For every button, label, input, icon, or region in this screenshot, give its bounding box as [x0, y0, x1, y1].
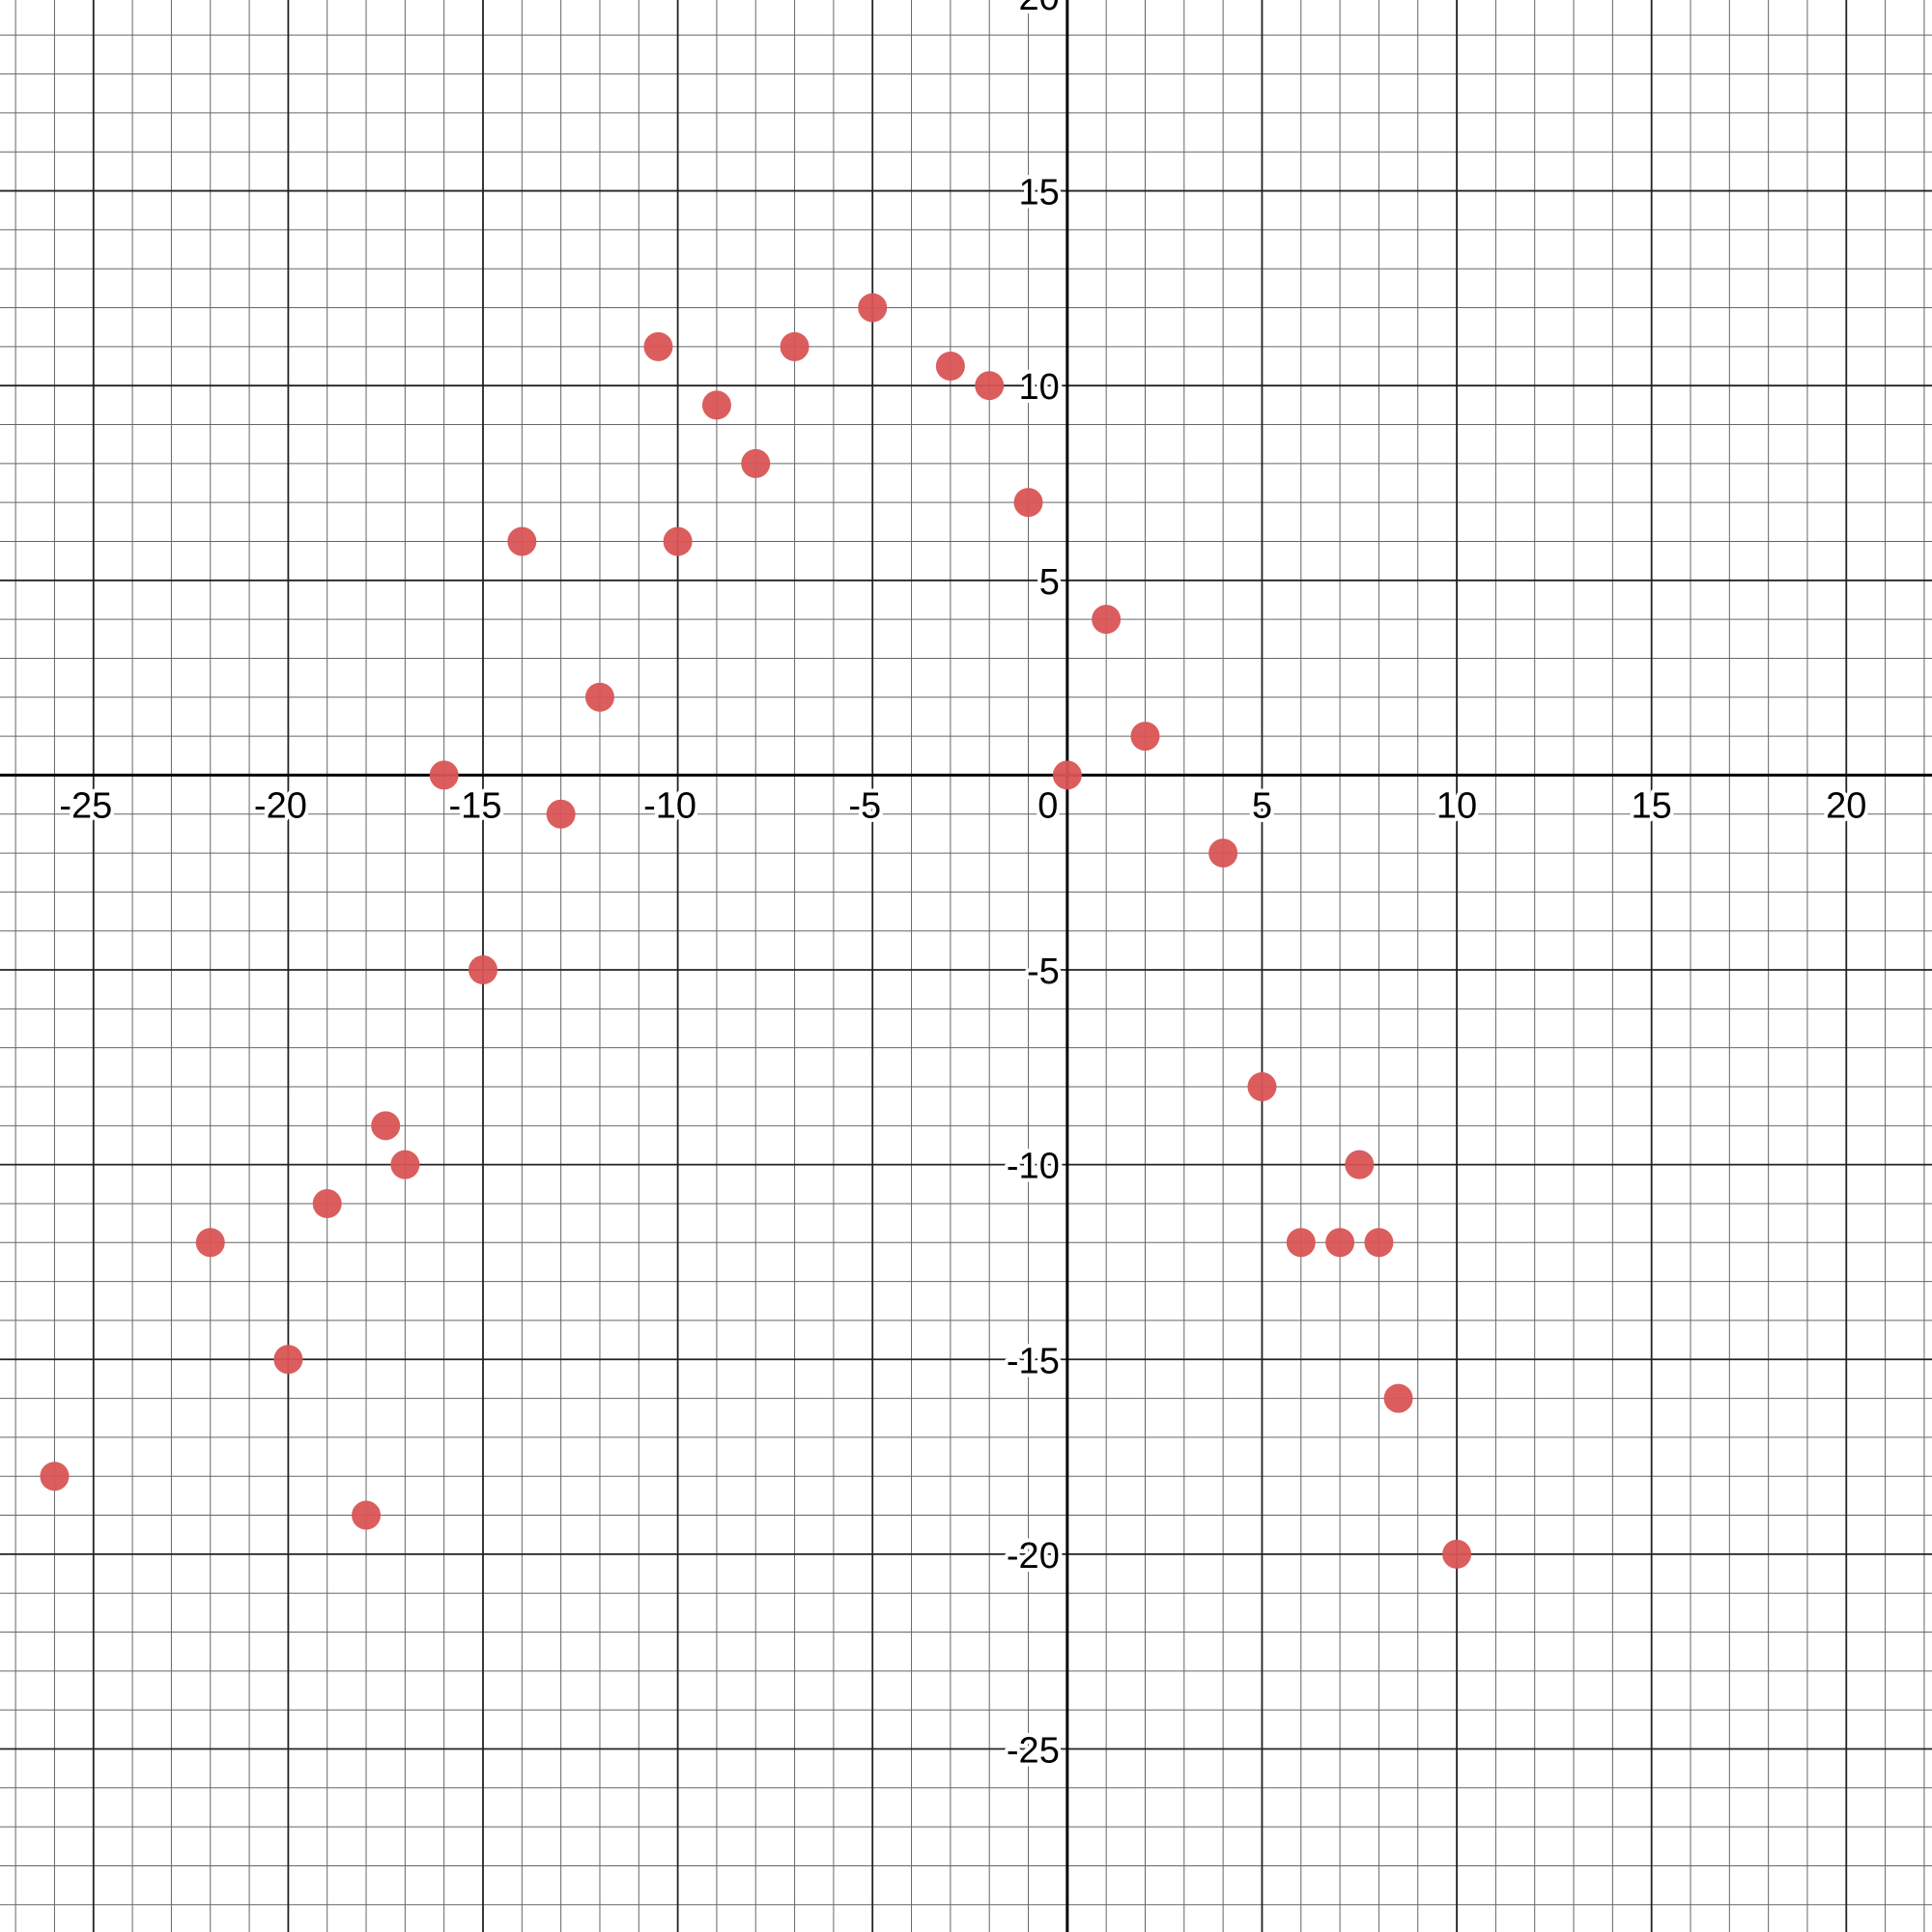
x-tick-label: -15 — [449, 785, 502, 826]
x-tick-label: 20 — [1826, 785, 1866, 826]
data-point — [584, 682, 614, 712]
data-point — [780, 331, 810, 361]
data-point — [1325, 1228, 1355, 1258]
y-tick-label: -10 — [1007, 1147, 1060, 1187]
data-point — [546, 799, 576, 829]
y-tick-label: 15 — [1019, 173, 1060, 213]
x-tick-label: -5 — [848, 785, 881, 826]
data-point — [1013, 488, 1043, 518]
data-point — [741, 448, 771, 478]
data-point — [429, 760, 459, 790]
data-point — [1286, 1228, 1316, 1258]
data-point — [1247, 1072, 1277, 1101]
y-tick-label: -20 — [1007, 1536, 1060, 1577]
data-points — [40, 293, 1472, 1569]
x-tick-label: 15 — [1632, 785, 1672, 826]
data-point — [195, 1228, 225, 1258]
y-tick-label: 10 — [1019, 367, 1060, 408]
y-tick-label: -5 — [1027, 952, 1060, 992]
data-point — [975, 371, 1005, 401]
y-tick-label: 20 — [1019, 0, 1060, 18]
y-tick-label: -25 — [1007, 1730, 1060, 1771]
data-point — [1442, 1539, 1472, 1569]
data-point — [1130, 722, 1160, 752]
data-point — [312, 1188, 342, 1218]
data-point — [1345, 1150, 1375, 1179]
data-point — [1092, 605, 1122, 635]
x-tick-label: -10 — [643, 785, 696, 826]
data-point — [663, 526, 693, 556]
data-point — [371, 1111, 401, 1141]
data-point — [858, 293, 888, 323]
data-point — [701, 390, 731, 420]
data-point — [507, 526, 537, 556]
data-point — [1383, 1383, 1413, 1413]
x-tick-label: 10 — [1436, 785, 1477, 826]
data-point — [40, 1462, 70, 1492]
data-point — [643, 331, 673, 361]
data-point — [1208, 838, 1238, 868]
y-tick-label: -15 — [1007, 1341, 1060, 1381]
data-point — [1364, 1228, 1394, 1258]
data-point — [273, 1345, 303, 1375]
x-tick-labels: -25 -20 -15 -10 -5 0 5 10 15 20 — [55, 781, 1870, 830]
y-tick-label: 5 — [1039, 562, 1060, 603]
y-tick-labels: 20 15 10 5 -5 -10 -15 -20 -25 — [1003, 0, 1064, 1775]
data-point — [390, 1150, 420, 1179]
x-tick-label: -25 — [59, 785, 112, 826]
x-tick-label: -20 — [254, 785, 307, 826]
x-tick-label: 0 — [1037, 785, 1058, 826]
data-point — [1052, 760, 1082, 790]
data-point — [935, 352, 965, 382]
data-point — [469, 955, 497, 985]
data-point — [352, 1500, 382, 1530]
x-tick-label: 5 — [1252, 785, 1272, 826]
